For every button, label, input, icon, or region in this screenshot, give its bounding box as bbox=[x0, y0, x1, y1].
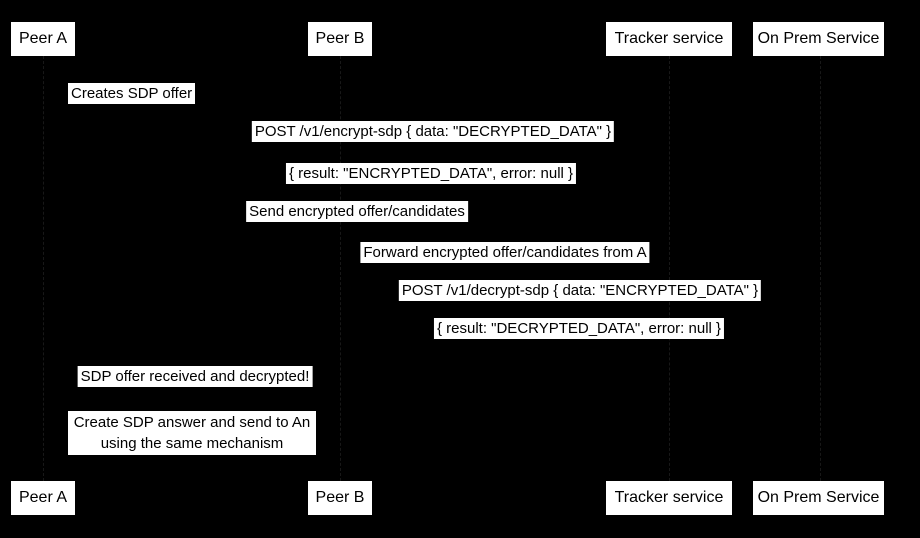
participant-peer-a-bottom: Peer A bbox=[11, 481, 75, 515]
note-create-sdp-answer: Create SDP answer and send to An using t… bbox=[68, 411, 316, 455]
lifeline-on-prem bbox=[820, 56, 821, 481]
lifeline-peer-a bbox=[43, 56, 44, 481]
message-creates-sdp-offer: Creates SDP offer bbox=[68, 83, 196, 104]
message-post-encrypt-sdp: POST /v1/encrypt-sdp { data: "DECRYPTED_… bbox=[251, 121, 615, 142]
participant-peer-b-bottom: Peer B bbox=[308, 481, 372, 515]
lifeline-tracker bbox=[669, 56, 670, 481]
participant-peer-b-top: Peer B bbox=[308, 22, 372, 56]
message-sdp-offer-received: SDP offer received and decrypted! bbox=[77, 366, 313, 387]
lifeline-peer-b bbox=[340, 56, 341, 481]
message-forward-encrypted-offer: Forward encrypted offer/candidates from … bbox=[360, 242, 650, 263]
participant-peer-a-top: Peer A bbox=[11, 22, 75, 56]
participant-on-prem-top: On Prem Service bbox=[753, 22, 884, 56]
note-line-1: Create SDP answer and send to An bbox=[73, 414, 311, 431]
message-send-encrypted-offer: Send encrypted offer/candidates bbox=[246, 201, 468, 222]
participant-tracker-top: Tracker service bbox=[606, 22, 732, 56]
participant-on-prem-bottom: On Prem Service bbox=[753, 481, 884, 515]
message-result-decrypted: { result: "DECRYPTED_DATA", error: null … bbox=[433, 318, 725, 339]
note-line-2: using the same mechanism bbox=[100, 435, 284, 452]
participant-tracker-bottom: Tracker service bbox=[606, 481, 732, 515]
message-result-encrypted: { result: "ENCRYPTED_DATA", error: null … bbox=[285, 163, 577, 184]
message-post-decrypt-sdp: POST /v1/decrypt-sdp { data: "ENCRYPTED_… bbox=[398, 280, 762, 301]
